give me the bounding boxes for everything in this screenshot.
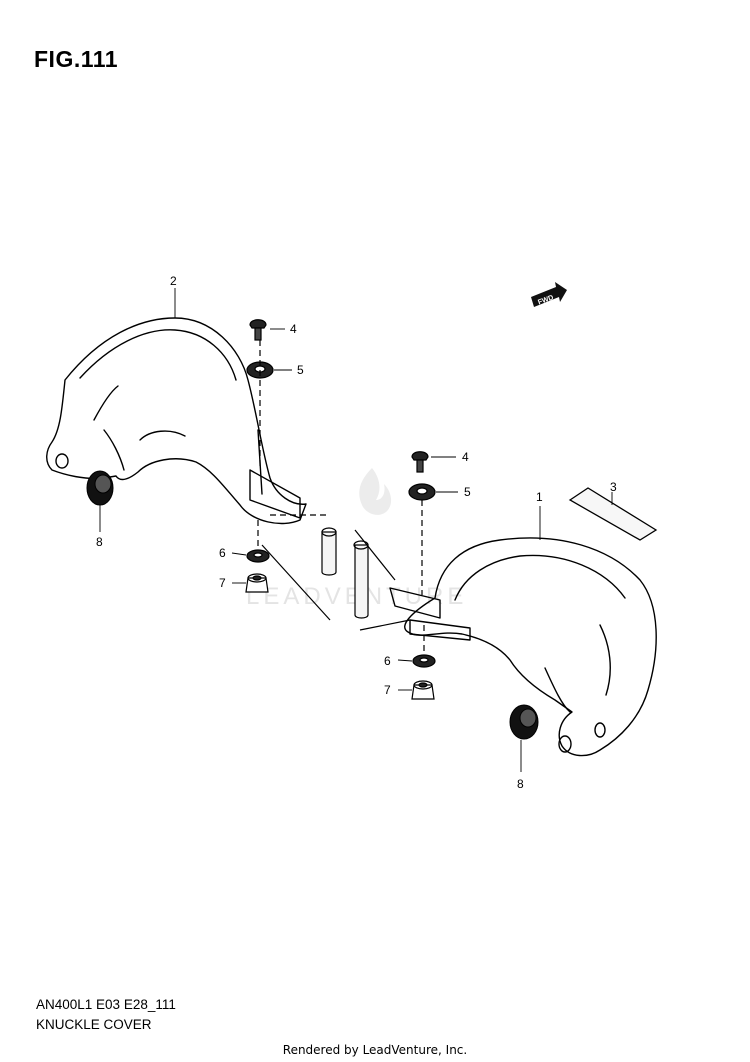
- left-hardware: [245, 319, 411, 631]
- callout-6-left: 6: [219, 546, 226, 560]
- grommet-left: [86, 470, 114, 506]
- callout-7-right: 7: [384, 683, 391, 697]
- grommet-right: [509, 704, 539, 740]
- callout-8-left: 8: [96, 535, 103, 549]
- watermark-flame-icon: [359, 468, 392, 515]
- right-knuckle-cover: [389, 537, 657, 757]
- callout-5-left: 5: [297, 363, 304, 377]
- callout-3: 3: [610, 480, 617, 494]
- model-code: AN400L1 E03 E28_111: [36, 997, 176, 1012]
- callout-8-right: 8: [517, 777, 524, 791]
- part-name: KNUCKLE COVER: [36, 1017, 152, 1032]
- callout-4-right: 4: [462, 450, 469, 464]
- callouts: [99, 288, 613, 772]
- right-hardware: [408, 451, 436, 700]
- callout-1: 1: [536, 490, 543, 504]
- sticker-part-3: [568, 487, 658, 541]
- callout-7-left: 7: [219, 576, 226, 590]
- fwd-arrow-icon: FWD: [531, 282, 567, 307]
- callout-2: 2: [170, 274, 177, 288]
- rendered-by: Rendered by LeadVenture, Inc.: [282, 1043, 468, 1057]
- left-knuckle-cover: [46, 317, 307, 525]
- callout-5-right: 5: [464, 485, 471, 499]
- figure-title: FIG.111: [34, 46, 119, 72]
- callout-4-left: 4: [290, 322, 297, 336]
- callout-6-right: 6: [384, 654, 391, 668]
